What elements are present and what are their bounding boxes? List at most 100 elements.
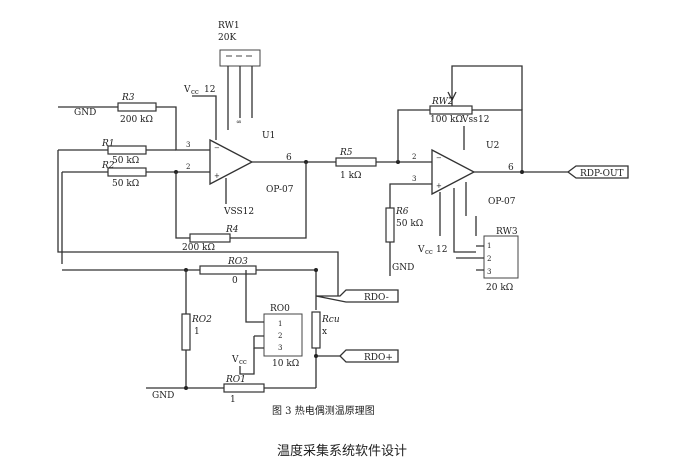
ro0-box	[263, 313, 303, 357]
r1-name: R1	[101, 139, 115, 149]
u1-vcc-12: 12	[204, 85, 215, 95]
ro2-value: 1	[194, 327, 200, 337]
r2-value: 50 kΩ	[112, 179, 139, 189]
rw2-arrow	[447, 91, 457, 102]
u1-vcc-sub: cc	[191, 88, 199, 96]
r5-value: 1 kΩ	[340, 171, 362, 181]
ro0-vcc-sub: cc	[239, 358, 247, 366]
ro0-pin1: 1	[278, 320, 282, 328]
rw3-pin3: 3	[487, 268, 491, 276]
gnd-top-label: GND	[74, 108, 96, 118]
ro3-resistor	[199, 265, 257, 275]
u1-non-sign: +	[214, 172, 220, 180]
r4-right-wire	[230, 162, 307, 239]
rw2-resistor	[429, 105, 473, 115]
ro0-pin3: 3	[278, 344, 282, 352]
r4-value: 200 kΩ	[182, 243, 215, 253]
u1-vcc-v: V	[183, 85, 191, 95]
ro1-left-junction	[184, 386, 188, 390]
u2-pins-wires	[439, 182, 477, 253]
r5-resistor	[335, 157, 377, 167]
rw2-left-wire	[397, 109, 430, 162]
gnd-bottom-label: GND	[152, 391, 174, 401]
r4-name: R4	[225, 225, 239, 235]
r3-name: R3	[121, 93, 135, 103]
u1-opamp	[209, 138, 254, 186]
rdo-minus-label: RDO-	[364, 293, 389, 303]
ro3-right-junction	[314, 268, 318, 272]
ro3-value: 0	[232, 276, 238, 286]
rw3-name: RW3	[496, 227, 518, 237]
rcu-junction	[314, 354, 318, 358]
rw3-pin1: 1	[487, 242, 491, 250]
r4-resistor	[189, 233, 231, 243]
ro1-resistor	[223, 383, 265, 393]
rw2-wiper-wire	[451, 65, 523, 110]
rdo-minus-connector	[315, 289, 399, 303]
rw1-value: 20K	[218, 33, 236, 43]
rcu-resistor	[311, 311, 321, 349]
u2-pin3: 3	[412, 175, 416, 183]
u1-pin3: 3	[186, 141, 190, 149]
u2-vcc-12: 12	[436, 245, 447, 255]
ro0-name: RO0	[270, 304, 290, 314]
ro0-value: 10 kΩ	[272, 359, 299, 369]
ro0-pin2: 2	[278, 332, 282, 340]
ro0-vcc-v: V	[231, 355, 239, 365]
rdo-plus-label: RDO+	[364, 353, 393, 363]
u2-vcc-sub: cc	[425, 248, 433, 256]
u1-pin2: 2	[186, 163, 190, 171]
rdp-out-connector	[566, 165, 629, 179]
u1-name: U1	[262, 131, 275, 141]
u1-part: OP-07	[266, 185, 294, 195]
rdp-out-label: RDP-OUT	[580, 169, 624, 179]
u2-opamp	[431, 148, 476, 196]
rw3-leads	[456, 245, 484, 271]
ro3-name: RO3	[227, 257, 248, 267]
r4-left-wire	[175, 172, 190, 239]
u2-out-junction	[520, 170, 524, 174]
r3-to-u1-plus	[156, 106, 210, 151]
left-loop-wire	[57, 150, 339, 296]
page-caption: 温度采集系统软件设计	[276, 444, 407, 459]
u2-vcc-v: V	[417, 245, 425, 255]
r6-value: 50 kΩ	[396, 219, 423, 229]
rdo-plus-connector	[339, 349, 399, 363]
u1-vcc-wire	[192, 95, 217, 140]
r2-name: R2	[101, 161, 115, 171]
u1-inv-sign: −	[214, 144, 220, 152]
u2-name: U2	[486, 141, 499, 151]
ro0-vcc-wire	[239, 348, 255, 375]
u2-non-sign: +	[436, 182, 442, 190]
r6-name: R6	[395, 207, 409, 217]
u1-offset-mark: ∞	[236, 118, 242, 126]
rw3-box	[483, 235, 519, 279]
ro1-name: RO1	[225, 375, 246, 385]
rw1-box	[219, 49, 261, 67]
ro1-value: 1	[230, 395, 236, 405]
ro2-resistor	[181, 313, 191, 351]
u2-inv-sign: −	[436, 154, 442, 162]
r6-resistor	[385, 207, 395, 243]
u1-vss: VSS12	[223, 207, 254, 217]
r1-value: 50 kΩ	[112, 156, 139, 166]
u2-pin2: 2	[412, 153, 416, 161]
u2-vss-label: Vss	[461, 115, 478, 125]
r5-name: R5	[339, 148, 353, 158]
rw2-name: RW2	[431, 97, 454, 107]
ro0-leads	[245, 300, 264, 349]
u2-pin6: 6	[508, 163, 514, 173]
u2-non-wire	[389, 183, 432, 208]
u2-vss-12: 12	[478, 115, 489, 125]
rw3-value: 20 kΩ	[486, 283, 513, 293]
rcu-value: x	[322, 327, 327, 337]
rcu-name: Rcu	[321, 315, 340, 325]
ro2-name: RO2	[191, 315, 212, 325]
r3-resistor	[117, 102, 157, 112]
figure-caption: 图 3 热电偶测温原理图	[272, 404, 375, 417]
u2-gnd-label: GND	[392, 263, 414, 273]
r3-value: 200 kΩ	[120, 115, 153, 125]
rw1-name: RW1	[218, 21, 240, 31]
rw2-value: 100 kΩ	[430, 115, 463, 125]
